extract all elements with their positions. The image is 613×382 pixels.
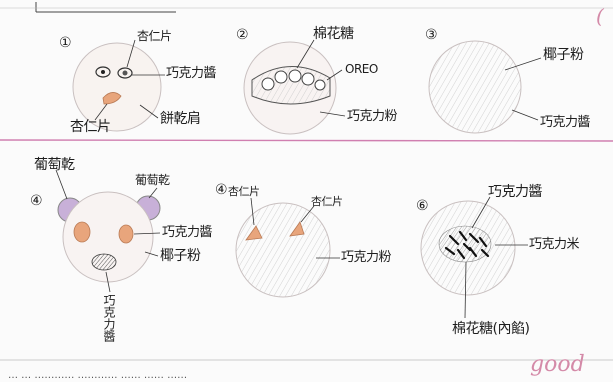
label-coconut-powder-4: 椰子粉 [160,248,201,264]
label-marshmallow-filling: 棉花糖(內餡) [452,321,530,337]
item-number-2: ② [236,27,249,43]
cookie-6 [420,196,528,319]
label-oreo: OREO [345,62,378,76]
label-chocolate-sauce-1: 巧克力醬 [166,66,217,81]
label-marshmallow: 棉花糖 [313,26,354,42]
cookie-4 [55,169,161,293]
cookie-1 [72,39,165,132]
label-almond-top: 杏仁片 [137,29,172,43]
label-almond-left: 杏仁片 [228,185,260,198]
grade-mark-good: good [530,352,585,377]
cookie-2 [243,39,346,135]
item-number-3: ③ [425,27,438,43]
bottom-note: … … ………… ………… …… …… …… [8,370,188,381]
top-frame-line [35,2,176,13]
item-number-5: ④ [215,182,228,198]
label-cocoa-powder-5: 巧克力粉 [341,250,392,265]
cookie-5 [235,197,340,298]
label-raisin-right: 葡萄乾 [135,173,170,187]
grade-mark-top: ( [596,4,604,28]
label-almond-bottom: 杏仁片 [70,119,111,135]
label-cocoa-powder-1: 巧克力粉 [347,109,398,124]
label-nose-chocolate-sauce: 巧克力醬 [102,294,116,342]
item-number-6: ⑥ [416,198,429,214]
label-chocolate-rice: 巧克力米 [529,237,580,252]
cookie-3 [428,40,542,134]
label-raisin-left: 葡萄乾 [34,157,75,173]
item-number-1: ① [59,35,72,51]
label-cookie-shoulder: 餅乾肩 [160,111,201,127]
label-coconut-powder-1: 椰子粉 [543,47,584,63]
label-almond-right: 杏仁片 [311,195,343,208]
label-chocolate-sauce-4: 巧克力醬 [162,225,213,240]
label-chocolate-sauce-3: 巧克力醬 [540,115,591,130]
item-number-4: ④ [30,193,43,209]
row-divider [0,139,613,142]
label-chocolate-sauce-6: 巧克力醬 [488,184,543,200]
